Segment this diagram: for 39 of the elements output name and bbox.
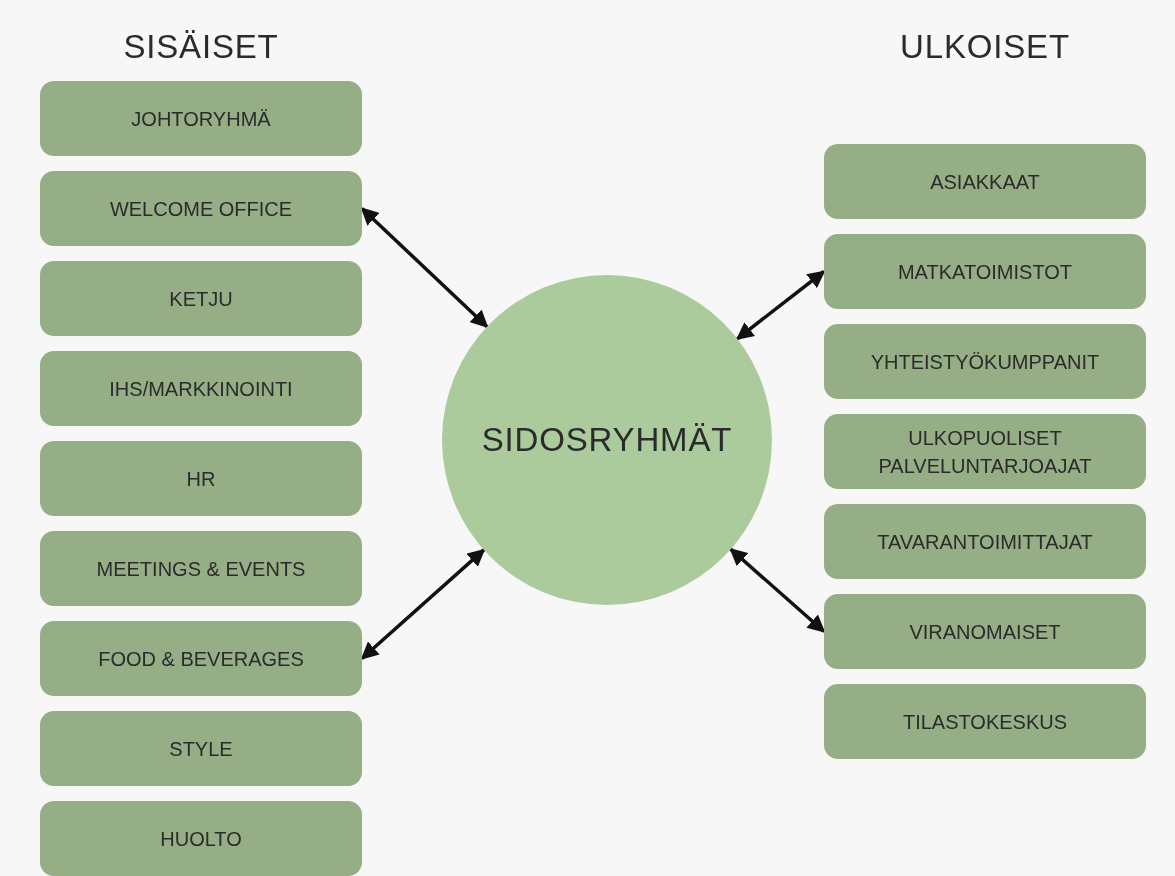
- group-label: MATKATOIMISTOT: [897, 259, 1073, 285]
- group-box: [40, 81, 362, 156]
- group-box: [824, 324, 1146, 399]
- group-box: [40, 711, 362, 786]
- column-heading: SISÄISET: [123, 28, 279, 65]
- group-label: TAVARANTOIMITTAJAT: [877, 529, 1093, 555]
- double-arrow: [735, 270, 826, 341]
- group-box: [824, 594, 1146, 669]
- group-box: [824, 144, 1146, 219]
- group-label: IHS/MARKKINOINTI: [109, 376, 293, 402]
- group-label: ASIAKKAAT: [930, 169, 1040, 195]
- group-box: [40, 351, 362, 426]
- group-box: [824, 234, 1146, 309]
- group-label: JOHTORYHMÄ: [131, 106, 271, 132]
- group-label: ULKOPUOLISET PALVELUNTARJOAJAT: [877, 425, 1093, 479]
- group-box: [40, 531, 362, 606]
- double-arrow: [360, 207, 489, 328]
- group-label: VIRANOMAISET: [909, 619, 1061, 645]
- center-label: SIDOSRYHMÄT: [481, 420, 733, 461]
- group-label: HUOLTO: [160, 826, 242, 852]
- group-label: MEETINGS & EVENTS: [96, 556, 306, 582]
- group-label: STYLE: [169, 736, 233, 762]
- group-box: [824, 684, 1146, 759]
- group-label: HR: [186, 466, 216, 492]
- double-arrow: [729, 547, 826, 633]
- group-box: [40, 441, 362, 516]
- group-box: [40, 261, 362, 336]
- group-box: [40, 621, 362, 696]
- double-arrow: [360, 548, 486, 660]
- group-label: YHTEISTYÖKUMPPANIT: [870, 349, 1100, 375]
- group-box: [824, 504, 1146, 579]
- group-label: KETJU: [169, 286, 233, 312]
- group-label: FOOD & BEVERAGES: [98, 646, 304, 672]
- group-label: TILASTOKESKUS: [902, 709, 1068, 735]
- group-box: [824, 414, 1146, 489]
- group-box: [40, 801, 362, 876]
- column-heading: ULKOISET: [900, 28, 1070, 65]
- group-box: [40, 171, 362, 246]
- group-label: WELCOME OFFICE: [109, 196, 293, 222]
